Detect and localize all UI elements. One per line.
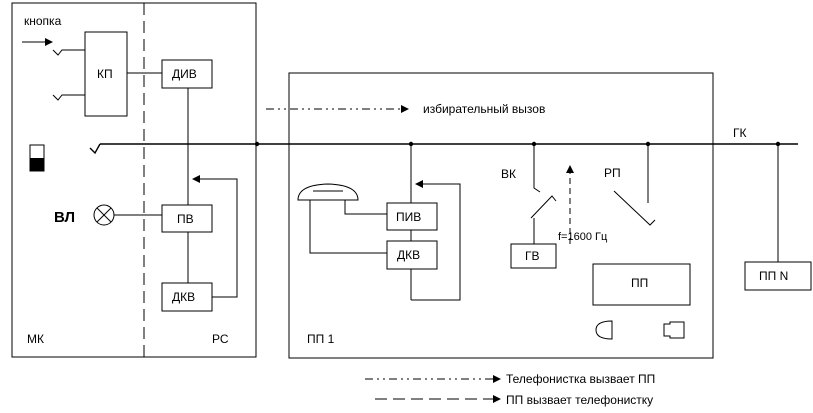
gk-label: ГК bbox=[733, 126, 747, 140]
pp-label: ПП bbox=[631, 276, 648, 290]
handset-icon bbox=[595, 320, 613, 340]
left-block-frame bbox=[11, 2, 257, 358]
ppn-box bbox=[744, 261, 812, 291]
vk-contact bbox=[533, 144, 541, 193]
piv-feedback-loop bbox=[411, 180, 461, 301]
pv-label: ПВ bbox=[177, 212, 194, 226]
ppn-label: ПП N bbox=[759, 269, 788, 283]
mk-label: МК bbox=[27, 332, 44, 346]
bell-wire-top bbox=[344, 200, 387, 215]
bell-wire-bottom bbox=[309, 200, 387, 254]
rp-label: РП bbox=[604, 166, 621, 180]
main-line-start bbox=[89, 143, 101, 155]
div-box bbox=[161, 59, 213, 89]
freq-label: f=1600 Гц bbox=[558, 231, 608, 243]
vl-lamp-cross-b bbox=[96, 207, 112, 223]
rs-label: РС bbox=[212, 332, 229, 346]
gv-box bbox=[510, 243, 557, 269]
piv-box bbox=[386, 202, 438, 231]
switch-icon-fill bbox=[30, 158, 44, 171]
button-contact-bottom bbox=[52, 94, 85, 101]
dkv-left-box bbox=[161, 282, 213, 312]
gv-label: ГВ bbox=[525, 249, 540, 263]
pv-box bbox=[161, 204, 213, 233]
kp-box bbox=[84, 31, 128, 117]
vk-label: ВК bbox=[501, 167, 516, 181]
div-label: ДИВ bbox=[172, 67, 197, 81]
pp-box bbox=[592, 263, 691, 306]
speaker-icon bbox=[663, 321, 685, 339]
dkv-feedback-loop bbox=[192, 175, 238, 298]
rp-contact bbox=[613, 190, 656, 226]
legend-pp-calls: ПП вызвает телефонистку bbox=[506, 393, 653, 407]
bell-icon bbox=[297, 183, 359, 201]
junction-dot-left bbox=[254, 141, 260, 147]
kp-label: КП bbox=[97, 67, 113, 81]
legend-operator-calls: Телефонистка вызвает ПП bbox=[506, 372, 655, 386]
button-label: кнопка bbox=[24, 14, 62, 28]
selective-call-label: избирательный вызов bbox=[423, 102, 545, 116]
button-contact-top bbox=[52, 49, 85, 56]
vl-label: ВЛ bbox=[54, 209, 75, 226]
piv-label: ПИВ bbox=[396, 210, 421, 224]
pp1-label: ПП 1 bbox=[307, 332, 335, 346]
dkv-mid-box bbox=[386, 240, 438, 270]
dkv-left-label: ДКВ bbox=[172, 290, 195, 304]
vk-switch bbox=[530, 195, 557, 219]
dkv-mid-label: ДКВ bbox=[397, 248, 420, 262]
pp1-frame bbox=[288, 72, 714, 359]
